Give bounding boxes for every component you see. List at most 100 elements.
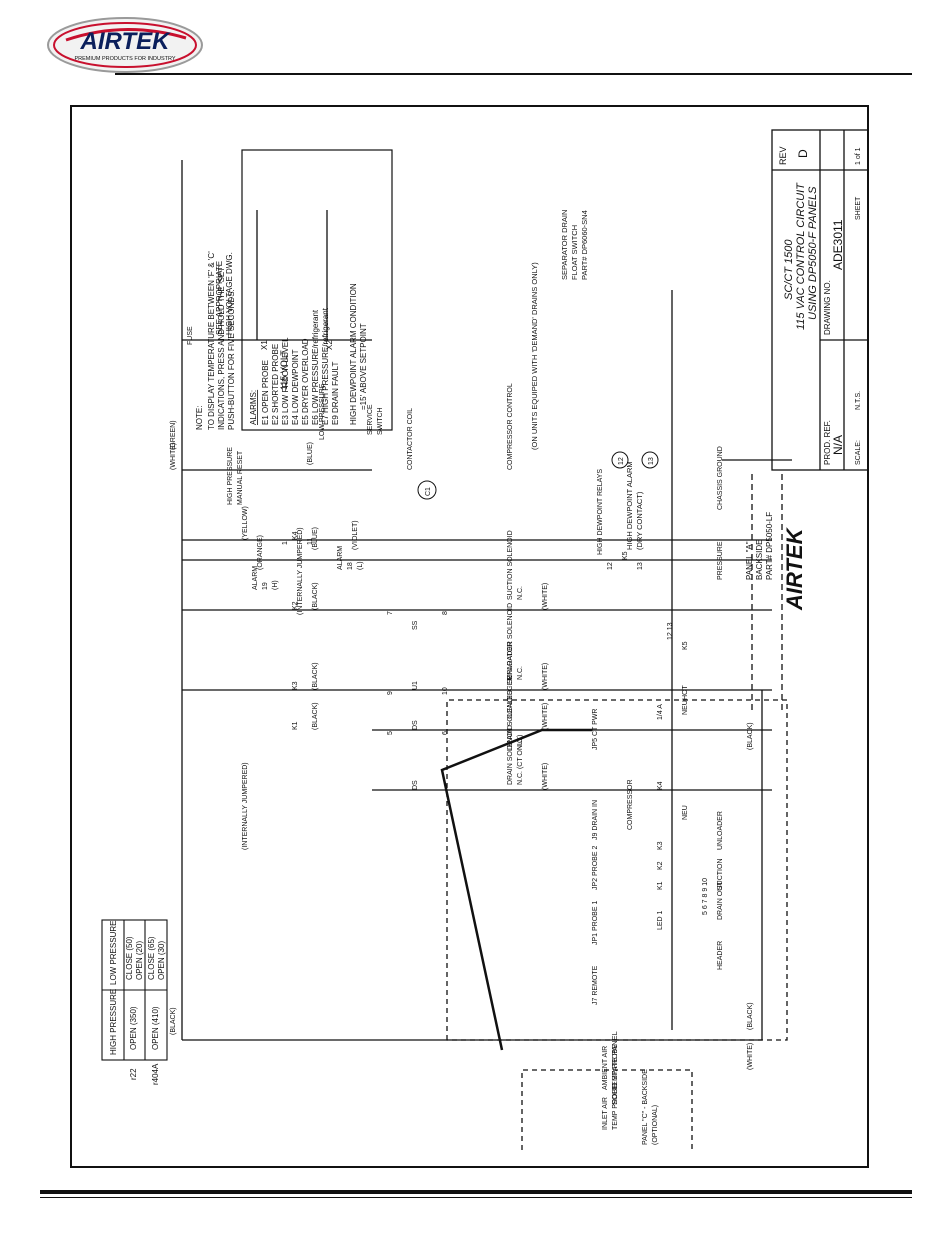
n10-label: 10	[442, 687, 449, 695]
k1-label: K1	[292, 721, 299, 730]
row-r404a-close: CLOSE (65)	[147, 936, 156, 980]
schematic-sheet: SC/CT 1500 115 VAC CONTROL CIRCUIT USING…	[70, 105, 869, 1168]
inlet-1: INLET AIR	[602, 1097, 609, 1130]
k3-label: K3	[292, 681, 299, 690]
panel-a-label-2: BACKSIDE	[755, 540, 764, 580]
chassis-ground: CHASSIS GROUND	[717, 446, 724, 510]
title-line2: 115 VAC CONTROL CIRCUIT	[795, 182, 807, 330]
suction-solenoid-1: SUCTION SOLENOID	[507, 530, 514, 600]
c1-label: C1	[425, 487, 432, 496]
ds-label-1: DS	[412, 720, 419, 730]
note-line-1: TO DISPLAY TEMPERATURE BETWEEN 'F' & 'C'	[207, 251, 216, 430]
alarm19-3: (H)	[272, 580, 279, 590]
jp1-label: JP1 PROBE 1	[592, 901, 599, 945]
panel-a-label-1: PANEL "A"	[745, 541, 754, 580]
alarm18-2: 18	[347, 562, 354, 570]
drawing-no-label: DRAWING NO.	[823, 280, 832, 335]
n12-label: 12	[607, 562, 614, 570]
row-r22-high: OPEN (350)	[129, 1006, 138, 1050]
scale-value: N.T.S.	[855, 391, 862, 410]
ds-label-2: DS	[412, 780, 419, 790]
wire-blue-1: (BLUE)	[307, 442, 314, 465]
hd-alarm-2: (DRY CONTACT)	[635, 491, 644, 550]
alarm-e7: E7 HIGH PRESSURE/refrigerant	[321, 307, 330, 425]
drain-out-label: DRAIN OUT	[717, 881, 724, 920]
terminal-12-label: 12	[618, 457, 625, 465]
n13-label: 13	[637, 562, 644, 570]
row-r22-open: OPEN (20)	[135, 941, 144, 980]
alarm19-1: ALARM	[252, 566, 259, 590]
neu-label-1: NEU	[682, 700, 689, 715]
alarm-e1: E1 OPEN PROBE	[261, 360, 270, 425]
j7-label: J7 REMOTE	[592, 965, 599, 1005]
wire-orange: (ORANGE)	[257, 535, 264, 570]
alarms-box	[241, 149, 393, 431]
wire-black-4: (BLACK)	[312, 702, 319, 730]
logo-brand: AIRTEK	[80, 28, 172, 55]
sheet-label: SHEET	[855, 196, 862, 220]
wire-black-1: (BLACK)	[170, 1007, 177, 1035]
unloader-solenoid-2: N.C.	[517, 666, 524, 680]
airtek-logo: AIRTEK PREMIUM PRODUCTS FOR INDUSTRY	[46, 16, 204, 74]
footer-rule	[40, 1190, 912, 1194]
x1-label: X1	[260, 340, 269, 350]
wire-white-1: (WHITE)	[170, 443, 177, 470]
wire-yellow: (YELLOW)	[242, 506, 249, 540]
k4-label: K4	[292, 531, 299, 540]
header-label: HEADER	[717, 941, 724, 970]
rev-label: REV	[778, 146, 788, 165]
j9-label: J9 DRAIN IN	[592, 800, 599, 840]
contactor-coil: CONTACTOR COIL	[407, 408, 414, 470]
row-r404a-open: OPEN (30)	[157, 941, 166, 980]
alarm18-3: (L)	[357, 561, 364, 570]
drawing-no-value: ADE3011	[831, 219, 845, 270]
inlet-2: TEMP PROBE	[612, 1084, 619, 1130]
pins-drain: 5 6 7 8 9 10	[702, 878, 709, 915]
pressure-label: PRESSURE	[717, 541, 724, 580]
drain-coalescer-2: N.C. (CT ONLY)	[517, 735, 524, 785]
alarm-e9: E9 DRAIN FAULT	[331, 361, 340, 425]
wire-white-3: (WHITE)	[542, 663, 549, 690]
service-switch-1: SERVICE	[367, 404, 374, 435]
rev-value: D	[796, 149, 810, 158]
prod-ref-value: N/A	[831, 435, 845, 455]
wire-black-5: (BLACK)	[747, 1002, 754, 1030]
volt-label: 115 VOLT	[279, 350, 289, 390]
wire-black-3: (BLACK)	[312, 662, 319, 690]
alarm19-2: 19	[262, 582, 269, 590]
logo-tagline: PREMIUM PRODUCTS FOR INDUSTRY	[74, 56, 175, 62]
alarm-e3: E3 LOW FREON LEVEL	[281, 337, 290, 425]
jp2-label: JP2 PROBE 2	[592, 846, 599, 890]
low-pressure-label: LOW PRESSURE	[319, 383, 326, 440]
ss-label: SS	[412, 620, 419, 630]
wire-white-5: (WHITE)	[542, 763, 549, 790]
airtek-mark: AIRTEK	[782, 526, 807, 611]
row-r22-close: CLOSE (50)	[125, 936, 134, 980]
wire-blue-2: (BLUE)	[312, 527, 319, 550]
terminal-13-label: 13	[648, 457, 655, 465]
drain-switch-label-3: PART# DP6060-SN4	[580, 210, 589, 280]
wire-white-6: (WHITE)	[747, 1043, 754, 1070]
wire-white-4: (WHITE)	[542, 703, 549, 730]
fuse-lbl: 1/4 A	[657, 704, 664, 720]
row-r404a-high: OPEN (410)	[151, 1006, 160, 1050]
wire-white-2: (WHITE)	[542, 583, 549, 610]
row-r22-ref: r22	[129, 1068, 138, 1080]
led1-label: LED 1	[657, 910, 664, 930]
n8-label: 8	[442, 611, 449, 615]
dewpoint-line-1: HIGH DEWPOINT ALARM CONDITION	[349, 283, 358, 425]
u1-label: U1	[412, 681, 419, 690]
pins-top: 12 13	[667, 622, 674, 640]
title-line3: USING DP5050-F PANELS	[807, 186, 819, 320]
note-line-2: INDICATIONS, PRESS AND HOLD THE 'SET'	[217, 265, 226, 430]
drain-switch-label-2: FLOAT SWITCH	[570, 225, 579, 280]
terminal-13	[641, 451, 659, 469]
n7-label: 7	[387, 611, 394, 615]
panel-a-label-3: PART# DP5050-LF	[765, 512, 774, 580]
schematic-rotated: SC/CT 1500 115 VAC CONTROL CIRCUIT USING…	[72, 107, 867, 1166]
alarm-e5: E5 DRYER OVERLOAD	[301, 338, 310, 425]
internally-jumpered-1: (INTERNALLY JUMPERED)	[297, 527, 304, 615]
c1-coil	[417, 480, 437, 500]
dewpoint-line-2: =15' ABOVE SETPOINT	[359, 323, 368, 410]
compressor-control: COMPRESSOR CONTROL	[507, 383, 514, 470]
